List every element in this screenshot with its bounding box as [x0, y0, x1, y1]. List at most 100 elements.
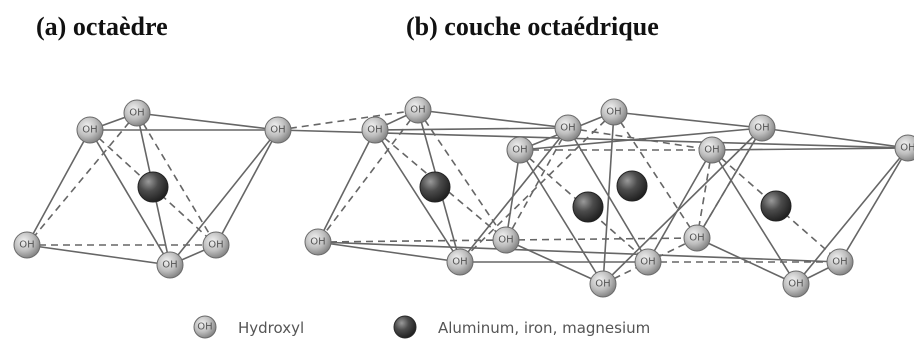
hydroxyl-sphere [404, 96, 432, 124]
hydroxyl-ion: OH [600, 98, 628, 126]
hydroxyl-ion: OH [492, 226, 520, 254]
hidden-bond-line [317, 109, 419, 243]
hidden-bond-line [505, 127, 569, 241]
hydroxyl-sphere [13, 231, 41, 259]
bond-line [711, 147, 909, 151]
title-octahedral-layer: (b) couche octaédrique [406, 12, 659, 41]
bond-line [613, 111, 763, 129]
metal-ion [572, 191, 604, 223]
hydroxyl-ion: OH [748, 114, 776, 142]
hydroxyl-label: OH [498, 235, 513, 246]
hydroxyl-sphere [698, 136, 726, 164]
hydroxyl-sphere [506, 136, 534, 164]
bond-line [317, 129, 376, 243]
hydroxyl-ion: OH [202, 231, 230, 259]
hydroxyl-label: OH [270, 125, 285, 136]
hydroxyl-sphere [156, 251, 184, 279]
bond-line [602, 111, 615, 285]
hidden-bond-line [696, 127, 763, 239]
hidden-bond-line [26, 112, 138, 246]
hydroxyl-label: OH [129, 108, 144, 119]
bond-line [696, 237, 797, 285]
hydroxyl-ion: OH [13, 231, 41, 259]
hydroxyl-ion: OH [404, 96, 432, 124]
hydroxyl-ion: OH [634, 248, 662, 276]
hydroxyl-label: OH [754, 123, 769, 134]
bond-line [136, 112, 279, 131]
bond-line [317, 241, 841, 263]
hydroxyl-ion: OH [894, 134, 914, 162]
hydroxyl-sphere [600, 98, 628, 126]
legend-hydroxyl-icon: OH [193, 315, 217, 339]
legend: OH Hydroxyl Aluminum, iron, magnesium [193, 315, 650, 339]
bond-line [602, 127, 763, 285]
hydroxyl-ion: OH [554, 114, 582, 142]
hydroxyl-label: OH [689, 233, 704, 244]
hydroxyl-ion: OH [782, 270, 810, 298]
bond-line [505, 149, 521, 241]
hydroxyl-label: OH [900, 143, 914, 154]
hydroxyl-ion: OH [264, 116, 292, 144]
hydroxyl-label: OH [310, 237, 325, 248]
hydroxyl-sphere [748, 114, 776, 142]
hydroxyl-sphere [76, 116, 104, 144]
metal-ion [760, 190, 792, 222]
hydroxyl-label: OH [832, 257, 847, 268]
metal-ion [616, 170, 648, 202]
legend-metal-label: Aluminum, iron, magnesium [438, 319, 650, 337]
metal-ions [137, 170, 792, 223]
hidden-bond-line [136, 112, 217, 246]
hydroxyl-sphere [589, 270, 617, 298]
metal-ion [419, 171, 451, 203]
metal-ion [137, 171, 169, 203]
hydroxyl-label: OH [162, 260, 177, 271]
hydroxyl-ion: OH [826, 248, 854, 276]
bond-line [317, 241, 461, 263]
hydroxyl-ions: OH OH OH OH OH OH OH OH OH OH OH OH OH OH OH OH OH OH OH OH… [13, 96, 914, 298]
hydroxyl-ion: OH [361, 116, 389, 144]
legend-hydroxyl-label: Hydroxyl [238, 319, 304, 337]
hydroxyl-label: OH [595, 279, 610, 290]
bond-line [26, 129, 91, 246]
hydroxyl-label: OH [704, 145, 719, 156]
hydroxyl-sphere [202, 231, 230, 259]
hydroxyl-ion: OH [589, 270, 617, 298]
hidden-bond-line [696, 149, 713, 239]
hydroxyl-sphere [446, 248, 474, 276]
bond-line [374, 129, 461, 263]
bond-line [761, 127, 909, 149]
hydroxyl-sphere [361, 116, 389, 144]
bond-line [839, 147, 909, 263]
hydroxyl-sphere [304, 228, 332, 256]
hydroxyl-label: OH [410, 105, 425, 116]
hydroxyl-sphere [123, 99, 151, 127]
hydroxyl-ion: OH [698, 136, 726, 164]
hydroxyl-ion: OH [156, 251, 184, 279]
hydroxyl-ion: OH [506, 136, 534, 164]
bond-line [417, 109, 569, 129]
hydroxyl-ion: OH [123, 99, 151, 127]
hydroxyl-sphere [492, 226, 520, 254]
hydroxyl-ion: OH [446, 248, 474, 276]
hydroxyl-sphere [554, 114, 582, 142]
hidden-bond-line [613, 111, 698, 239]
hidden-bond-line [505, 237, 698, 241]
hydroxyl-sphere [782, 270, 810, 298]
hydroxyl-sphere [826, 248, 854, 276]
hydroxyl-label: OH [208, 240, 223, 251]
bond-line [169, 129, 279, 266]
hydroxyl-label: OH [19, 240, 34, 251]
legend-hydroxyl-icon-label: OH [197, 322, 212, 333]
hidden-bond-line [417, 109, 507, 241]
bond-line [215, 129, 279, 246]
hidden-bond-line [317, 239, 507, 243]
hydroxyl-label: OH [606, 107, 621, 118]
hydroxyl-sphere [894, 134, 914, 162]
hydroxyl-ion: OH [304, 228, 332, 256]
bond-line [374, 127, 569, 131]
hydroxyl-label: OH [640, 257, 655, 268]
hydroxyl-label: OH [367, 125, 382, 136]
hydroxyl-sphere [264, 116, 292, 144]
hydroxyl-ion: OH [76, 116, 104, 144]
